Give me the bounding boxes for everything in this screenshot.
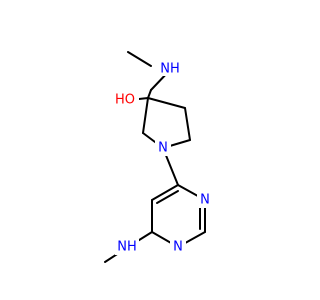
atom-n-pyrimidine-bottom: N xyxy=(173,240,183,255)
bond-c3-c4 xyxy=(147,97,186,109)
atom-oh: HO xyxy=(115,93,135,108)
atom-n-pyrimidine-top: N xyxy=(200,193,210,208)
bond-methyl-nh-top xyxy=(127,51,152,67)
atom-nh-top: NH xyxy=(160,62,180,77)
bond-c4-c5 xyxy=(184,107,191,141)
bonds xyxy=(104,51,206,263)
atom-nh-bottom: NH xyxy=(117,240,137,255)
molecule-structure: NH HO N N N NH xyxy=(104,51,213,263)
bond-pyr-c5-c4 xyxy=(151,184,179,201)
bond-pyr-c5-c4-double xyxy=(156,190,179,204)
atom-labels: NH HO N N N NH xyxy=(115,60,213,255)
bond-ch2-c3 xyxy=(147,89,152,99)
bond-c2-c3 xyxy=(142,97,149,134)
atom-n-pyrrolidine: N xyxy=(158,141,168,156)
